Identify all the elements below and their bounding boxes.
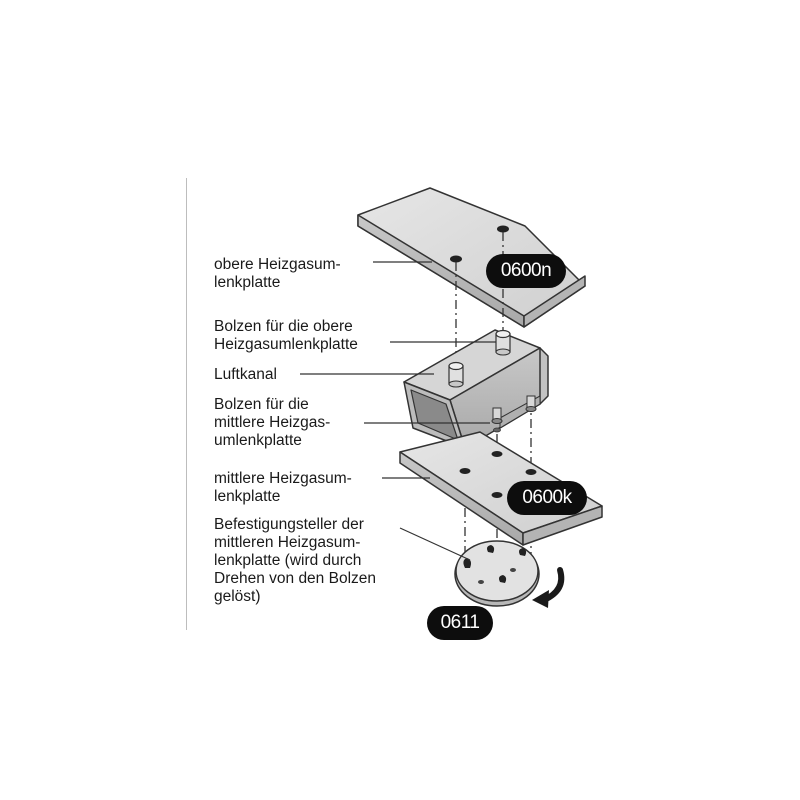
leader-lines (300, 261, 496, 561)
upper-plate-right-face (523, 275, 586, 328)
label-line: mittlere Heizgas- (214, 414, 331, 431)
middle-plate-hole (525, 469, 537, 475)
label-middle-plate: mittlere Heizgasum- lenkplatte (214, 470, 352, 506)
middle-plate-hole (491, 451, 503, 457)
middle-plate-bolts (491, 395, 537, 433)
label-line: Luftkanal (214, 366, 277, 383)
label-line: lenkplatte (214, 488, 281, 505)
margin-rule (186, 178, 187, 630)
label-line: lenkplatte (214, 274, 281, 291)
upper-plate-hole (497, 225, 509, 233)
label-line: obere Heizgasum- (214, 256, 341, 273)
label-line: gelöst) (214, 588, 261, 605)
badge-upper-plate-code: 0600n (486, 254, 566, 288)
upper-plate-bolts (448, 329, 511, 388)
label-line: Bolzen für die (214, 396, 309, 413)
badge-middle-plate-code: 0600k (507, 481, 587, 515)
fixing-disc-face (455, 540, 539, 602)
label-line: Befestigungsteller der (214, 516, 364, 533)
middle-plate-right-face (522, 505, 603, 546)
upper-plate-hole (450, 255, 462, 263)
middle-plate-hole (491, 492, 503, 498)
rotation-arrow (532, 567, 565, 608)
air-duct (403, 329, 549, 449)
label-line: umlenkplatte (214, 432, 302, 449)
label-line: Drehen von den Bolzen (214, 570, 377, 587)
label-line: mittleren Heizgasum- (214, 534, 361, 551)
fixing-disc (454, 540, 540, 607)
label-line: lenkplatte (wird durch (214, 552, 362, 569)
label-upper-plate: obere Heizgasum- lenkplatte (214, 256, 341, 292)
label-air-duct: Luftkanal (214, 366, 277, 384)
label-middle-bolts: Bolzen für die mittlere Heizgas- umlenkp… (214, 396, 330, 450)
label-line: Bolzen für die obere (214, 318, 353, 335)
middle-plate-hole (459, 468, 471, 474)
badge-disc-code: 0611 (427, 606, 493, 640)
upper-deflector-plate (357, 187, 586, 328)
label-upper-bolts: Bolzen für die obere Heizgasumlenkplatte (214, 318, 358, 354)
label-line: mittlere Heizgasum- (214, 470, 352, 487)
label-line: Heizgasumlenkplatte (214, 336, 358, 353)
label-fixing-disc: Befestigungsteller der mittleren Heizgas… (214, 516, 376, 606)
